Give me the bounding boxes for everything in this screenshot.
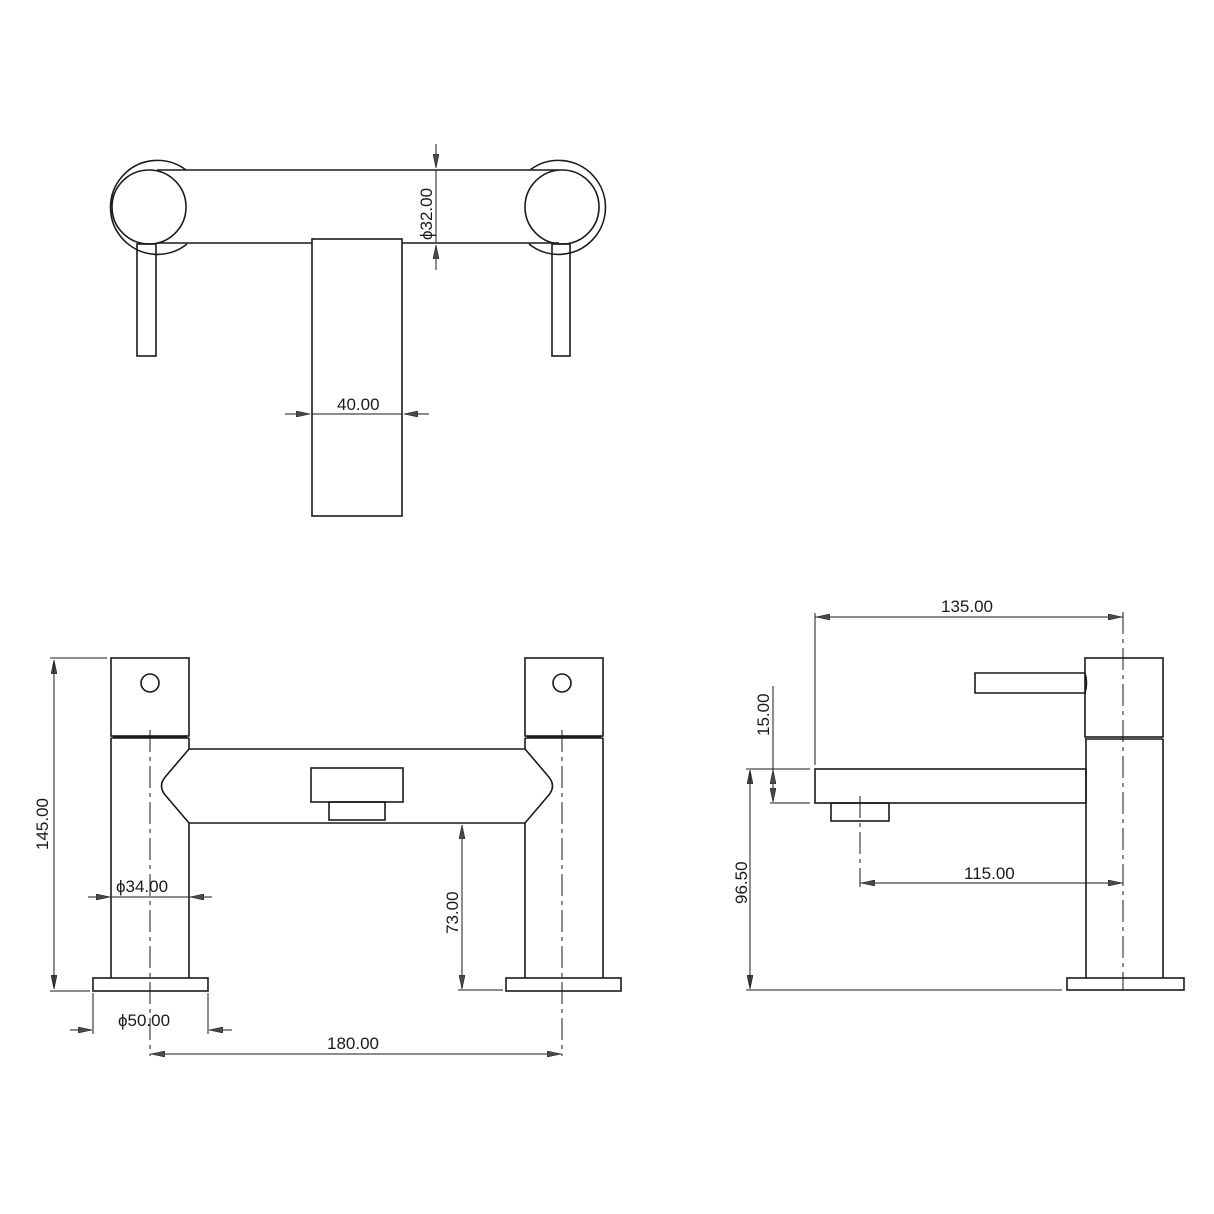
left-handle-block [110,657,190,737]
right-handle-hole [552,673,572,693]
side-view: 135.00 15.00 96.50 115.00 [732,597,1185,991]
left-lever [136,243,157,357]
side-lever [974,672,1088,694]
side-base [1066,977,1185,991]
dim-centres: 180.00 [327,1034,379,1053]
dim-outlet-reach: 115.00 [964,864,1015,883]
dim-base-diameter: ϕ50.00 [118,1011,170,1030]
dim-spout-height: 96.50 [732,861,751,904]
spout-outlet-upper [310,767,404,803]
front-view: 145.00 ϕ34.00 ϕ50.00 73.00 180.00 [33,657,622,1056]
spout-body [160,748,554,824]
right-base [505,977,622,992]
top-view: ϕ32.00 40.00 [109,144,607,517]
right-handle-circle [524,169,600,245]
dim-spout-clearance: 73.00 [443,891,462,934]
spout-outlet-lower [328,801,386,821]
right-rosette [528,159,607,256]
dim-spout-width: 40.00 [337,395,380,414]
dim-overall-height: 145.00 [33,798,52,850]
left-handle-circle [111,169,187,245]
left-rosette [109,159,188,256]
side-spout [814,768,1087,804]
side-handle-block [1084,657,1164,738]
dim-spout-height: ϕ32.00 [417,188,436,240]
right-handle-block [524,657,604,737]
spout-outlet [311,238,403,517]
right-lever [551,243,571,357]
dim-spout-thickness: 15.00 [754,693,773,736]
left-handle-hole [140,673,160,693]
dim-body-diameter: ϕ34.00 [116,877,168,896]
dim-projection: 135.00 [941,597,993,616]
